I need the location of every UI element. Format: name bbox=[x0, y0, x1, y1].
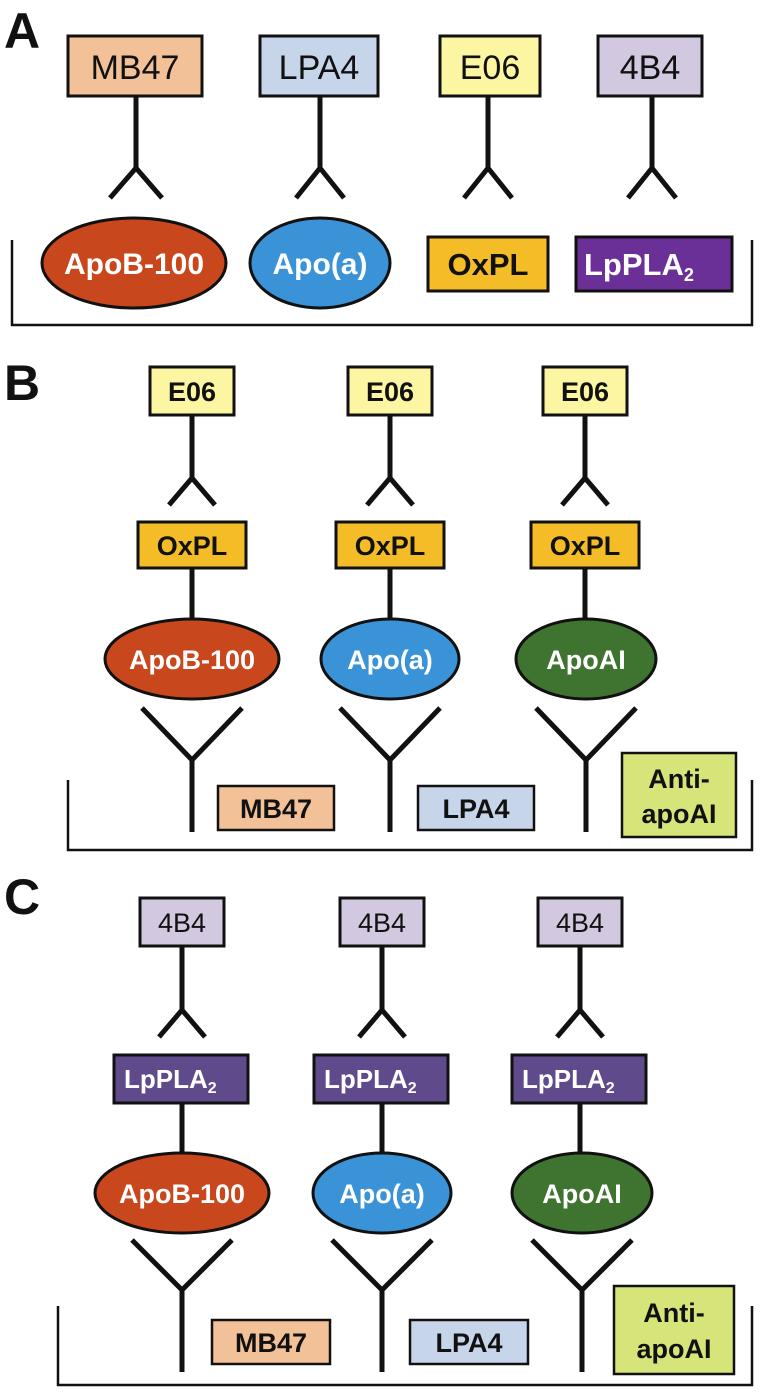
anti-apoai-label-line1: Anti- bbox=[648, 764, 709, 794]
panel-a-4b4-antibody: 4B4 bbox=[596, 34, 704, 200]
panel-c-column-apoa: 4B4 LpPLA2 Apo(a) LPA4 bbox=[311, 896, 530, 1372]
e06-label: E06 bbox=[561, 377, 609, 407]
e06-box bbox=[148, 365, 236, 417]
lpa4-label: LPA4 bbox=[435, 1328, 502, 1358]
e06-box bbox=[438, 34, 542, 98]
antibody-icon bbox=[555, 946, 605, 1039]
mb47-label: MB47 bbox=[91, 49, 180, 87]
lpa4-label: LPA4 bbox=[442, 794, 509, 824]
apoai-ellipse bbox=[514, 617, 658, 701]
apoa-ellipse bbox=[319, 617, 461, 701]
apob-label: ApoB-100 bbox=[119, 1179, 245, 1209]
panel-a: A MB47 ApoB-100 LPA4 Apo(a) E06 bbox=[4, 3, 754, 327]
4b4-label: 4B4 bbox=[556, 908, 604, 938]
anti-apoai-label-line1: Anti- bbox=[643, 1298, 704, 1328]
oxpl-box bbox=[334, 520, 446, 570]
e06-label: E06 bbox=[168, 377, 216, 407]
apob-ellipse bbox=[93, 1151, 271, 1235]
apob-ellipse bbox=[103, 617, 281, 701]
capture-antibody-icon bbox=[330, 1238, 434, 1372]
apoai-label: ApoAI bbox=[546, 645, 625, 675]
panel-b: B E06 OxPL ApoB-100 MB47 E06 OxPL Apo(a) bbox=[4, 355, 754, 852]
antibody-icon bbox=[294, 96, 346, 200]
capture-antibody-icon bbox=[338, 706, 442, 832]
mb47-label: MB47 bbox=[240, 794, 312, 824]
capture-antibody-icon bbox=[130, 1238, 234, 1372]
apoa-label: Apo(a) bbox=[347, 645, 432, 675]
apob-label: ApoB-100 bbox=[64, 248, 204, 281]
lpa4-box bbox=[416, 784, 536, 832]
panel-a-apob-target: ApoB-100 bbox=[40, 216, 228, 310]
4b4-label: 4B4 bbox=[358, 908, 406, 938]
panel-a-apoa-target: Apo(a) bbox=[248, 216, 392, 310]
mb47-box bbox=[210, 1318, 332, 1366]
lppla2-label: LpPLA2 bbox=[522, 1064, 615, 1097]
oxpl-label: OxPL bbox=[550, 531, 621, 561]
capture-antibody-icon bbox=[530, 1238, 634, 1372]
e06-box bbox=[346, 365, 434, 417]
oxpl-box bbox=[136, 520, 248, 570]
4b4-label: 4B4 bbox=[158, 908, 206, 938]
oxpl-label: OxPL bbox=[355, 531, 426, 561]
antibody-icon bbox=[560, 415, 610, 507]
antibody-icon bbox=[157, 946, 207, 1039]
apoa-ellipse bbox=[311, 1151, 453, 1235]
4b4-label: 4B4 bbox=[620, 49, 681, 87]
panel-b-column-apoa: E06 OxPL Apo(a) LPA4 bbox=[319, 365, 536, 832]
lpa4-label: LPA4 bbox=[279, 49, 360, 87]
apob-ellipse bbox=[40, 216, 228, 310]
apoa-label: Apo(a) bbox=[273, 248, 368, 281]
panel-b-letter: B bbox=[4, 355, 40, 411]
oxpl-box bbox=[426, 235, 550, 293]
antibody-icon bbox=[357, 946, 407, 1039]
panel-c-letter: C bbox=[4, 869, 40, 925]
4b4-box bbox=[536, 896, 624, 948]
antibody-icon bbox=[462, 96, 514, 200]
anti-apoai-label-line2: apoAI bbox=[636, 1334, 711, 1364]
anti-apoai-label-line2: apoAI bbox=[641, 799, 716, 829]
capture-antibody-icon bbox=[534, 706, 638, 832]
lpa4-box bbox=[408, 1318, 530, 1366]
apob-label: ApoB-100 bbox=[129, 645, 255, 675]
panel-a-oxpl-target: OxPL bbox=[426, 235, 550, 293]
apoai-label: ApoAI bbox=[542, 1179, 621, 1209]
oxpl-label: OxPL bbox=[448, 247, 529, 282]
e06-label: E06 bbox=[460, 49, 521, 87]
anti-apoai-box bbox=[620, 751, 738, 839]
anti-apoai-box bbox=[612, 1284, 736, 1376]
lppla2-box bbox=[574, 235, 734, 293]
antibody-icon bbox=[108, 96, 164, 200]
panel-a-letter: A bbox=[4, 3, 40, 59]
antibody-icon bbox=[626, 96, 678, 200]
capture-antibody-icon bbox=[140, 706, 244, 832]
lppla2-label: LpPLA2 bbox=[324, 1064, 417, 1097]
panel-b-plate bbox=[66, 780, 754, 852]
mb47-label: MB47 bbox=[235, 1328, 307, 1358]
antibody-icon bbox=[365, 415, 415, 507]
lppla2-label: LpPLA2 bbox=[124, 1064, 217, 1097]
apoa-label: Apo(a) bbox=[339, 1179, 424, 1209]
oxpl-label: OxPL bbox=[157, 531, 228, 561]
e06-box bbox=[541, 365, 629, 417]
apoai-ellipse bbox=[510, 1151, 654, 1235]
panel-c-column-apob: 4B4 LpPLA2 ApoB-100 MB47 bbox=[93, 896, 332, 1372]
panel-c-plate bbox=[56, 1306, 754, 1387]
panel-b-column-apoai: E06 OxPL ApoAI Anti- apoAI bbox=[514, 365, 738, 839]
4b4-box bbox=[596, 34, 704, 98]
panel-c-column-apoai: 4B4 LpPLA2 ApoAI Anti- apoAI bbox=[510, 896, 736, 1376]
panel-a-lppla2-target: LpPLA2 bbox=[574, 235, 734, 293]
panel-a-mb47-antibody: MB47 bbox=[66, 34, 204, 200]
panel-a-e06-antibody: E06 bbox=[438, 34, 542, 200]
lppla2-label: LpPLA2 bbox=[584, 247, 694, 285]
panel-a-lpa4-antibody: LPA4 bbox=[258, 34, 380, 200]
panel-a-plate bbox=[10, 240, 754, 327]
e06-label: E06 bbox=[366, 377, 414, 407]
panel-b-column-apob: E06 OxPL ApoB-100 MB47 bbox=[103, 365, 336, 832]
mb47-box bbox=[216, 784, 336, 832]
oxpl-box bbox=[529, 520, 641, 570]
panel-c: C 4B4 LpPLA2 ApoB-100 MB47 4B4 LpPLA2 Ap… bbox=[4, 869, 754, 1387]
antibody-icon bbox=[167, 415, 217, 507]
apoa-ellipse bbox=[248, 216, 392, 310]
